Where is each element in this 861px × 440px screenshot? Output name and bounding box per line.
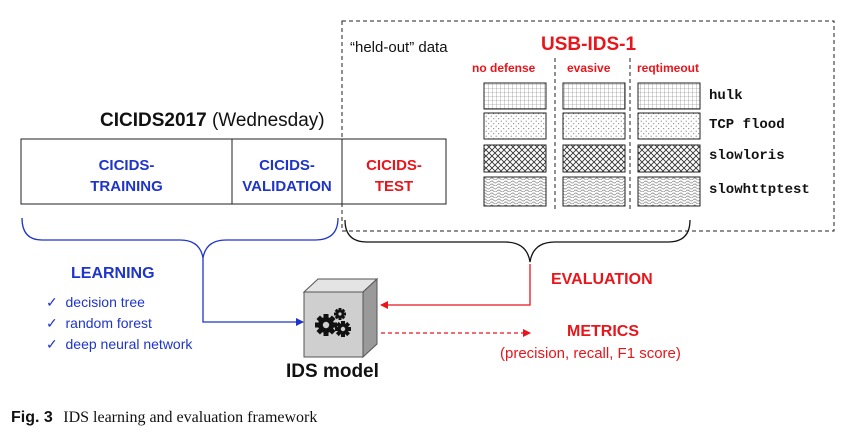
usb-cell	[562, 82, 626, 110]
heldout-dashed-region	[341, 20, 835, 232]
figure-caption: Fig. 3 IDS learning and evaluation frame…	[11, 409, 317, 427]
learning-item: ✓ deep neural network	[46, 336, 192, 353]
cicids-validation-line2: VALIDATION	[242, 178, 332, 195]
usb-cell	[562, 176, 626, 207]
usb-column-no-defense: no defense	[472, 61, 536, 75]
learning-item-label: random forest	[65, 315, 152, 331]
cicids-validation-label: CICIDS- VALIDATION	[232, 155, 342, 197]
cicids-training-label: CICIDS- TRAINING	[21, 155, 232, 197]
usb-row-slowloris: slowloris	[709, 148, 785, 164]
usb-cell	[562, 112, 626, 140]
usb-cell	[483, 144, 547, 173]
cicids-validation-line1: CICIDS-	[259, 157, 315, 174]
learning-item: ✓ random forest	[46, 315, 152, 332]
usb-row-slowhttptest: slowhttptest	[709, 182, 810, 198]
learning-brace	[21, 217, 339, 259]
cicids-training-line2: TRAINING	[90, 178, 163, 195]
usb-column-reqtimeout: reqtimeout	[637, 61, 700, 75]
heldout-label: “held-out” data	[350, 39, 448, 56]
caption-prefix: Fig. 3	[11, 409, 53, 426]
cicids-box	[20, 138, 447, 205]
usb-cell	[562, 144, 626, 173]
check-icon: ✓	[46, 315, 58, 331]
usb-cell	[483, 112, 547, 140]
cicids-test-label: CICIDS- TEST	[342, 155, 446, 197]
cicids-title: CICIDS2017	[100, 110, 207, 131]
cicids-heading: CICIDS2017 (Wednesday)	[100, 110, 325, 132]
cicids-test-line1: CICIDS-	[366, 157, 422, 174]
usb-row-hulk: hulk	[709, 88, 743, 104]
ids-model-label: IDS model	[286, 361, 379, 382]
usb-cell	[483, 176, 547, 207]
caption-text: IDS learning and evaluation framework	[63, 409, 318, 426]
learning-item: ✓ decision tree	[46, 294, 145, 311]
check-icon: ✓	[46, 336, 58, 352]
evaluation-label: EVALUATION	[551, 271, 653, 288]
usb-cell	[637, 82, 701, 110]
check-icon: ✓	[46, 294, 58, 310]
cicids-subtitle: (Wednesday)	[211, 110, 325, 131]
usb-cell	[637, 112, 701, 140]
metrics-subtitle: (precision, recall, F1 score)	[500, 345, 681, 362]
usb-column-evasive: evasive	[567, 61, 611, 75]
usb-ids-title: USB-IDS-1	[541, 34, 637, 55]
learning-title: LEARNING	[71, 265, 155, 282]
usb-row-tcp-flood: TCP flood	[709, 117, 785, 133]
usb-cell	[637, 144, 701, 173]
gears-icon	[315, 308, 351, 337]
usb-cell	[637, 176, 701, 207]
learning-item-label: deep neural network	[65, 336, 193, 352]
learning-item-label: decision tree	[65, 294, 145, 310]
usb-cell	[483, 82, 547, 110]
evaluation-brace	[344, 219, 691, 263]
cicids-training-line1: CICIDS-	[98, 157, 155, 174]
learning-arrow	[202, 258, 304, 326]
evaluation-arrow	[380, 264, 531, 309]
metrics-title: METRICS	[567, 323, 639, 340]
cicids-test-line2: TEST	[374, 178, 414, 195]
